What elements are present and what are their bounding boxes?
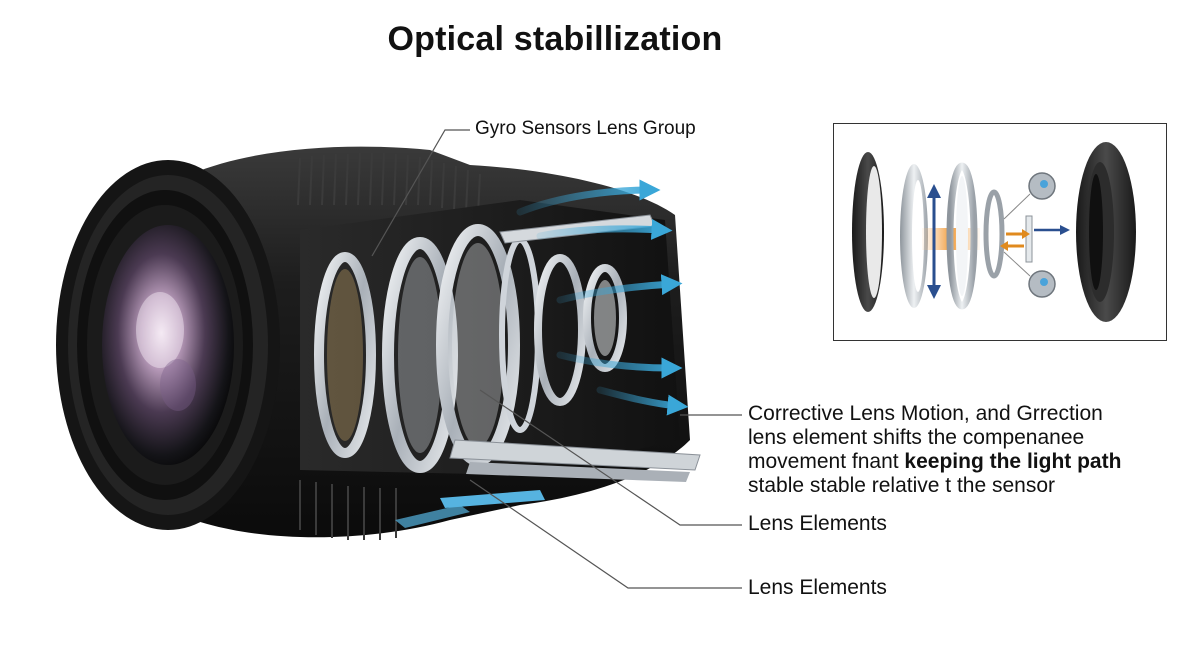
callout-corrective-line3a: movement fnant <box>748 450 905 473</box>
inset-exploded-view-icon <box>852 142 1136 322</box>
callout-corrective-line4: stable stable relative t the sensor <box>748 474 1056 497</box>
inset-exploded-view <box>833 123 1167 341</box>
leader-lines <box>371 129 742 589</box>
callout-lens-elements-1: Lens Elements <box>748 512 887 535</box>
callout-corrective-lens: Corrective Lens Motion, and Grrection le… <box>748 402 1121 498</box>
page-title: Optical stabillization <box>387 20 723 58</box>
light-arrow-icon <box>516 179 689 416</box>
callout-corrective-line2: lens element shifts the compenanee <box>748 426 1085 449</box>
cutaway-interior <box>300 200 701 528</box>
callout-corrective-line3: movement fnant keeping the light path <box>748 450 1121 474</box>
callout-lens-elements-2: Lens Elements <box>748 576 887 599</box>
callout-corrective-line3b: keeping the light path <box>904 450 1122 473</box>
callout-corrective-line1: Corrective Lens Motion, and Grrection <box>748 402 1103 425</box>
callout-gyro-sensors: Gyro Sensors Lens Group <box>475 118 696 139</box>
